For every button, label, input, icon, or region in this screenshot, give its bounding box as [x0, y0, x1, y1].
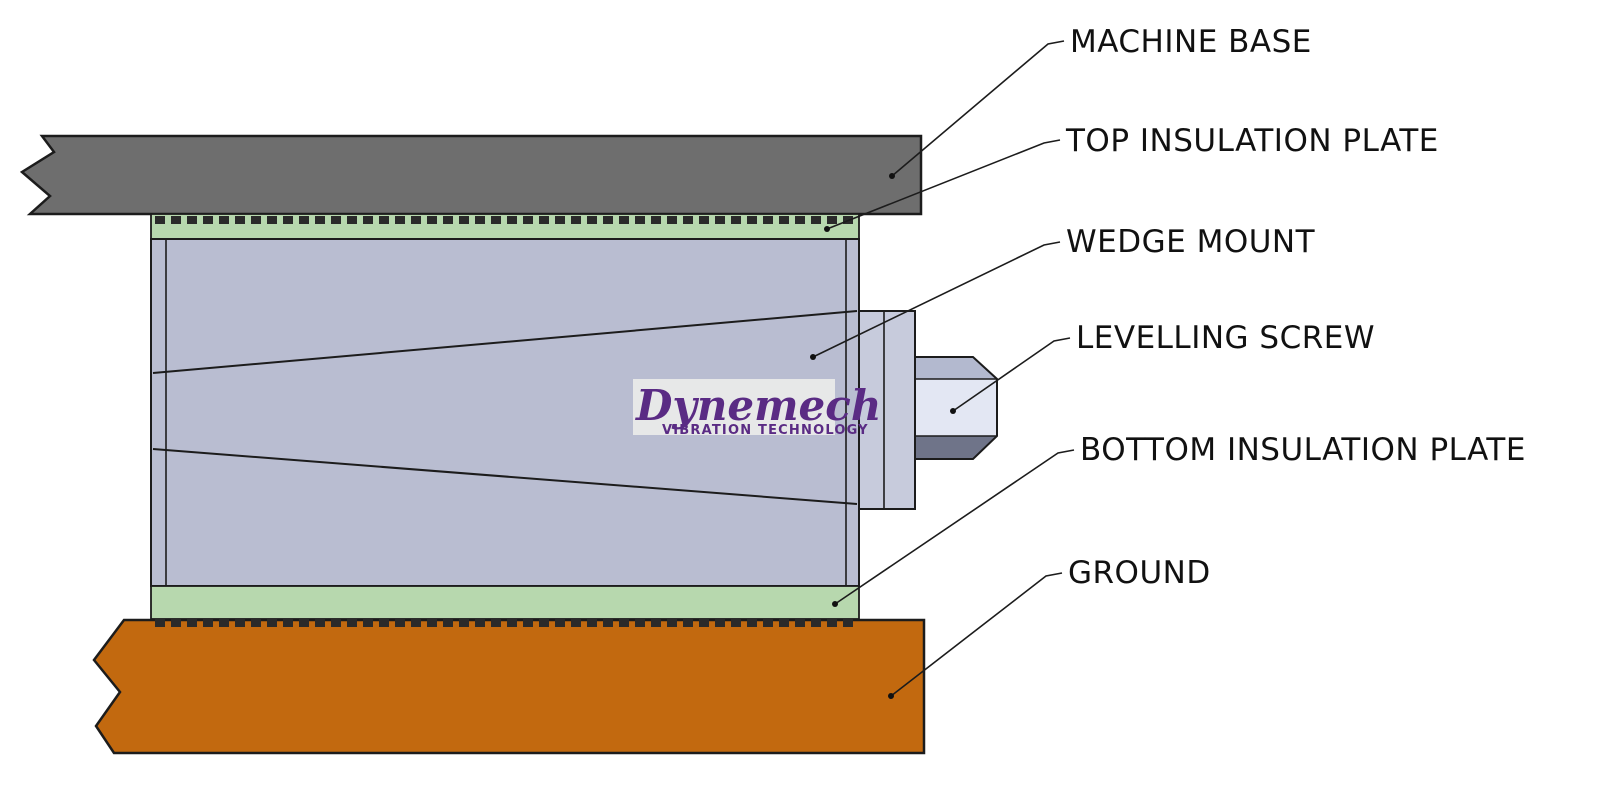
label-bottom-insulation-plate: BOTTOM INSULATION PLATE — [1080, 432, 1526, 468]
label-levelling-screw: LEVELLING SCREW — [1076, 320, 1375, 356]
side-plate-shape — [858, 310, 916, 510]
levelling-screw-top-facet — [915, 357, 997, 379]
logo-panel — [633, 379, 835, 435]
leader-bottom-insulation-plate — [834, 449, 1075, 605]
leader-ground — [890, 572, 1063, 697]
label-ground: GROUND — [1068, 555, 1211, 591]
leader-wedge-mount — [812, 241, 1061, 358]
levelling-screw-bottom-facet — [915, 436, 997, 459]
machine-base-shape — [19, 134, 923, 216]
leader-dot-ground — [888, 693, 894, 699]
ground-shape — [92, 618, 926, 755]
logo-tagline-text: VIBRATION TECHNOLOGY — [662, 423, 869, 438]
leader-top-insulation-plate — [826, 139, 1061, 230]
wedge-lower-diagonal — [152, 448, 858, 505]
leader-dot-wedge-mount — [810, 354, 816, 360]
logo-brand-text: Dynemech — [635, 381, 881, 430]
leader-dot-levelling-screw — [950, 408, 956, 414]
label-top-insulation-plate: TOP INSULATION PLATE — [1065, 123, 1439, 159]
leader-dot-bottom-insulation-plate — [832, 601, 838, 607]
leader-levelling-screw — [952, 337, 1071, 412]
bottom-insulation-plate-shape — [150, 585, 860, 620]
levelling-screw-mid-facet — [915, 379, 997, 436]
leader-dot-top-insulation-plate — [824, 226, 830, 232]
leader-machine-base — [891, 40, 1065, 177]
wedge-upper-diagonal — [152, 310, 858, 374]
label-machine-base: MACHINE BASE — [1070, 24, 1312, 60]
label-wedge-mount: WEDGE MOUNT — [1066, 224, 1316, 260]
leader-dot-machine-base — [889, 173, 895, 179]
